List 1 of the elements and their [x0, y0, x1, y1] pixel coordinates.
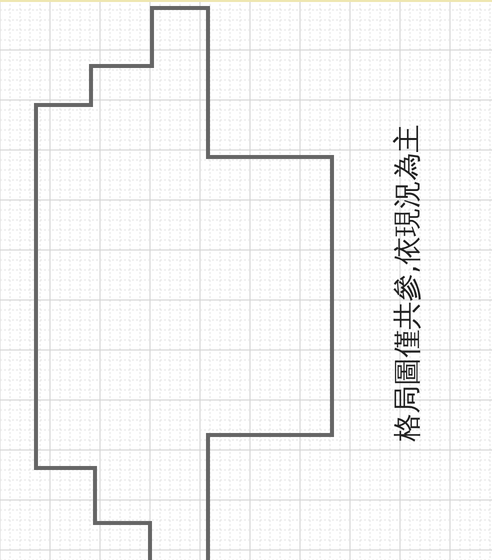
note-text: 格局圖僅共參,依現況為主 [392, 124, 424, 442]
